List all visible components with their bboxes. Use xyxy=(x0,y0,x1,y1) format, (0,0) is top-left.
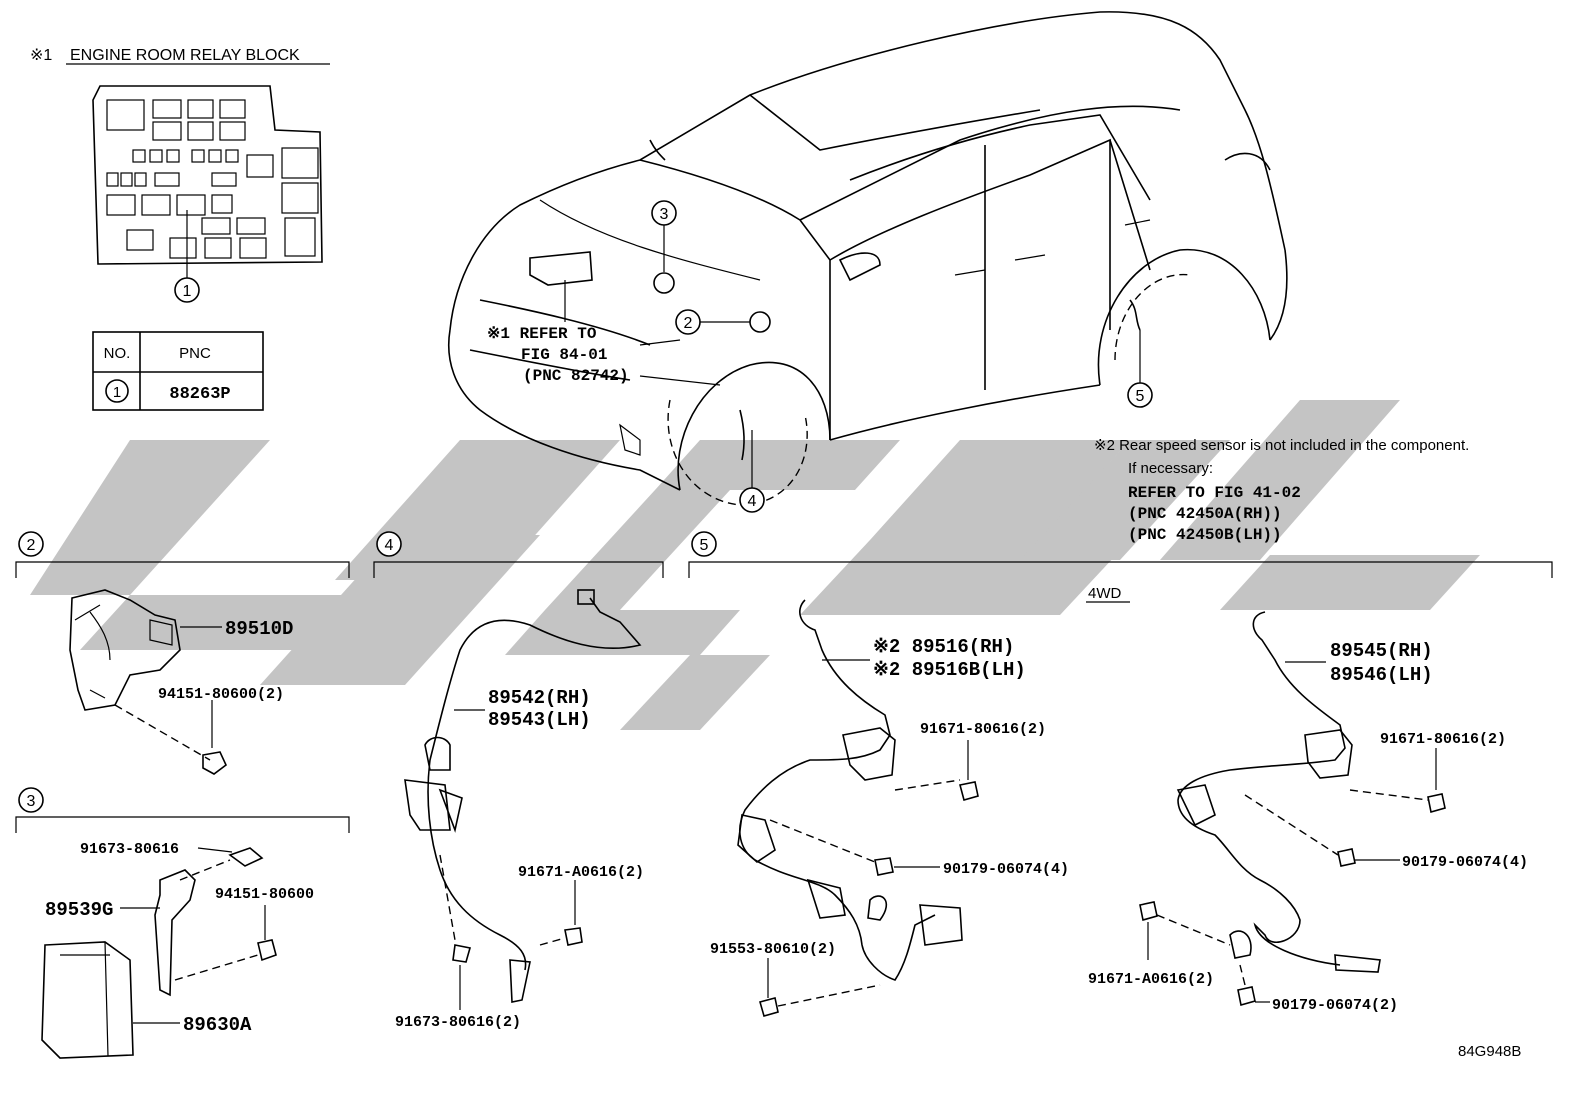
vehicle-callout-5 xyxy=(1127,382,1153,408)
vehicle-drawing: 3 2 4 5 ※1 REFER TO FIG 84-01 (PNC 82742… xyxy=(448,11,1288,513)
rear-sensor-lh-part-number: ※2 89516B(LH) xyxy=(873,659,1026,681)
section-4-number: 4 xyxy=(385,537,394,554)
rear-4wd-nut-part-number: 90179-06074(4) xyxy=(1402,854,1528,871)
vehicle-callout-3 xyxy=(651,200,677,226)
relay-block-outline xyxy=(92,85,323,265)
section-3-number: 3 xyxy=(27,793,36,810)
vehicle-callout-2-number: 2 xyxy=(684,315,693,332)
front-sensor-bolt2-part-number: 91673-80616(2) xyxy=(395,1014,521,1031)
yaw-rate-sensor xyxy=(69,589,181,711)
front-sensor-bolt1-part-number: 91671-A0616(2) xyxy=(518,864,644,881)
figure-code: 84G948B xyxy=(1458,1043,1521,1060)
relay-callout-number: 1 xyxy=(183,283,192,300)
control-module xyxy=(41,941,134,1059)
note-line-4: (PNC 42450A(RH)) xyxy=(1128,505,1282,523)
rear-sensor-nut-part-number: 90179-06074(4) xyxy=(943,861,1069,878)
computer-bracket xyxy=(154,869,196,997)
module-part-number: 89630A xyxy=(183,1014,252,1036)
rear-4wd-bolt2-part-number: 91671-A0616(2) xyxy=(1088,971,1214,988)
section-2: 2 89510D 94151-80600(2) xyxy=(15,531,350,775)
4wd-label: 4WD xyxy=(1088,585,1122,602)
note-line-2: If necessary: xyxy=(1128,460,1213,477)
refer-line-3: (PNC 82742) xyxy=(523,367,629,385)
rear-4wd-nut2-part-number: 90179-06074(2) xyxy=(1272,997,1398,1014)
section-4: 4 89542(RH) 89543(LH) 91671-A0616(2) 916… xyxy=(373,531,664,1031)
relay-block-section: ※1 ENGINE ROOM RELAY BLOCK 1 xyxy=(30,47,330,303)
rear-speed-sensor-4wd xyxy=(1177,611,1346,966)
section-5-number: 5 xyxy=(700,537,709,554)
front-sensor-lh-part-number: 89543(LH) xyxy=(488,709,591,731)
rear-sensor-bolt1-part-number: 91671-80616(2) xyxy=(920,721,1046,738)
section-3: 3 91673-80616 89539G 94151-80600 89630A xyxy=(15,787,350,1059)
section-5: 5 4WD ※2 89516(RH) ※2 89516B(LH) 91671-8… xyxy=(688,531,1553,1017)
rear-4wd-rh-part-number: 89545(RH) xyxy=(1330,640,1433,662)
sensor-part-number: 89510D xyxy=(225,618,293,640)
note-line-1: ※2 Rear speed sensor is not included in … xyxy=(1094,437,1469,454)
bracket-part-number: 89539G xyxy=(45,899,113,921)
rear-sensor-note: ※2 Rear speed sensor is not included in … xyxy=(1094,437,1469,544)
rear-sensor-bolt2-part-number: 91553-80610(2) xyxy=(710,941,836,958)
relay-callout-circle xyxy=(174,277,200,303)
front-sensor-rh-part-number: 89542(RH) xyxy=(488,687,591,709)
relay-block-title: ENGINE ROOM RELAY BLOCK xyxy=(70,47,300,64)
vehicle-callout-5-number: 5 xyxy=(1136,388,1145,405)
note-line-5: (PNC 42450B(LH)) xyxy=(1128,526,1282,544)
relay-block-mark: ※1 xyxy=(30,47,52,64)
refer-line-1: ※1 REFER TO xyxy=(487,325,597,343)
module-bolt-part-number: 94151-80600 xyxy=(215,886,314,903)
rear-4wd-lh-part-number: 89546(LH) xyxy=(1330,664,1433,686)
bracket-bolt-part-number: 91673-80616 xyxy=(80,841,179,858)
vehicle-callout-3-number: 3 xyxy=(660,206,669,223)
watermark-logo xyxy=(30,400,1480,730)
rear-sensor-rh-part-number: ※2 89516(RH) xyxy=(873,636,1014,658)
pnc-row-no: 1 xyxy=(113,384,121,401)
refer-line-2: FIG 84-01 xyxy=(521,346,607,364)
rear-4wd-bolt1-part-number: 91671-80616(2) xyxy=(1380,731,1506,748)
vehicle-callout-2 xyxy=(675,309,701,335)
pnc-header-pnc: PNC xyxy=(179,345,211,362)
pnc-row-pnc: 88263P xyxy=(169,385,230,404)
pnc-header-no: NO. xyxy=(104,345,131,362)
vehicle-callout-4 xyxy=(739,487,765,513)
vehicle-callout-4-number: 4 xyxy=(748,493,757,510)
sensor-bolt-part-number: 94151-80600(2) xyxy=(158,686,284,703)
note-line-3: REFER TO FIG 41-02 xyxy=(1128,484,1301,502)
pnc-table: NO. PNC 1 88263P xyxy=(92,331,264,411)
section-2-number: 2 xyxy=(27,537,36,554)
